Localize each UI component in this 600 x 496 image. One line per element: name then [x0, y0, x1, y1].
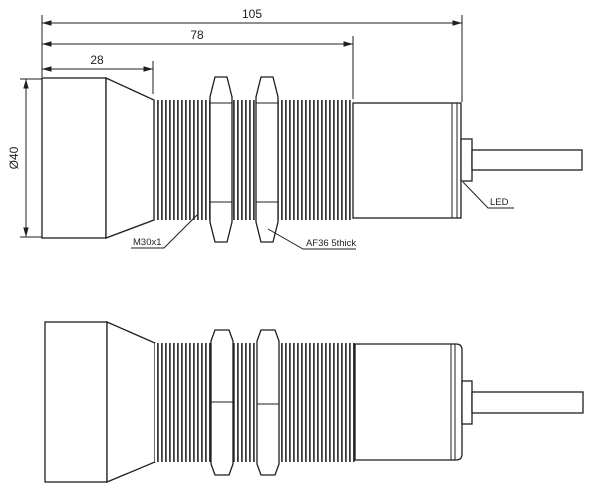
cable-gland [460, 138, 473, 182]
dimension-threaded-length: 78 [42, 28, 353, 47]
label-led: LED [490, 197, 509, 208]
hex-nut-1 [209, 76, 233, 243]
leader-line-thread-spec [131, 214, 198, 249]
sensor-head-taper [105, 76, 155, 239]
leader-line-nut-spec [267, 228, 356, 250]
top-view: 105 78 28 Ø40 [7, 7, 583, 250]
hex-nut-2-bottom [256, 329, 280, 476]
sensor-body [352, 102, 462, 219]
thread-band-bottom [155, 343, 355, 462]
dimension-label-overall-length: 105 [242, 7, 262, 21]
dimension-head-length: 28 [42, 53, 153, 72]
bottom-view [44, 321, 584, 483]
dimension-label-head-diameter: Ø40 [7, 146, 21, 169]
hex-nut-2-bottom-body [256, 329, 280, 476]
leader-line-led [462, 181, 514, 209]
cable-gland-bottom [461, 380, 473, 425]
callout-led: LED [462, 181, 514, 209]
sensor-body-bottom [354, 343, 463, 461]
cable-bottom [471, 391, 584, 414]
sensor-head-face-bottom [44, 321, 108, 483]
dimension-overall-length: 105 [42, 7, 462, 26]
hex-nut-1-body [209, 76, 233, 243]
hex-nut-1-bottom [210, 329, 234, 476]
cable [471, 149, 583, 171]
sensor-head-face [41, 77, 107, 239]
callout-nut-spec: AF36 5thick [267, 228, 356, 250]
dimension-label-threaded-length: 78 [190, 28, 204, 42]
thread-band [154, 100, 353, 220]
hex-nut-2 [255, 76, 279, 243]
sensor-head-taper-bottom [106, 321, 156, 483]
dimension-label-head-length: 28 [90, 53, 104, 67]
label-thread-spec: M30x1 [133, 237, 162, 248]
hex-nut-2-body [255, 76, 279, 243]
dimension-head-diameter: Ø40 [7, 78, 45, 238]
label-nut-spec: AF36 5thick [306, 238, 356, 249]
callout-thread-spec: M30x1 [131, 214, 198, 249]
